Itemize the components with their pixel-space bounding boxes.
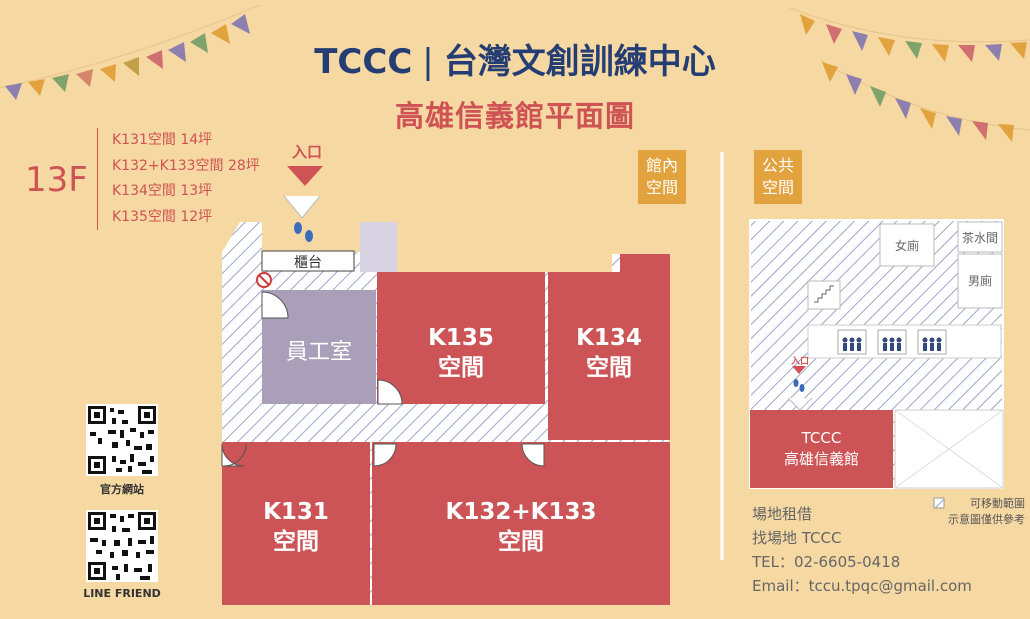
qr-line-caption: LINE FRIEND xyxy=(83,587,161,600)
contact-info: 場地租借 找場地 TCCC TEL：02-6605-0418 Email：tcc… xyxy=(752,502,972,598)
room-k132-133-sub: 空間 xyxy=(498,529,544,555)
public-entrance-label: 入口 xyxy=(790,357,809,367)
public-tccc-shape xyxy=(750,410,893,488)
brand-name: TCCC xyxy=(314,42,413,82)
room-k131-name: K131 xyxy=(263,499,329,525)
legend-note: 可移動範圍 示意圖僅供參考 xyxy=(925,496,1025,528)
contact-tel[interactable]: TEL：02-6605-0418 xyxy=(752,553,901,571)
room-k134-name: K134 xyxy=(576,325,642,351)
mens-restroom-label: 男廁 xyxy=(967,274,992,288)
k135-shape xyxy=(377,272,545,404)
room-k134[interactable]: K134 空間 xyxy=(548,323,670,383)
qr-line xyxy=(86,510,158,582)
contact-line1: 場地租借 xyxy=(752,505,813,523)
qr-website-caption: 官方網站 xyxy=(100,483,144,496)
room-list-item: K131空間 14坪 xyxy=(112,132,213,148)
entrance-label: 入口 xyxy=(291,143,322,161)
room-list-item: K134空間 13坪 xyxy=(112,183,213,199)
staff-room-label: 員工室 xyxy=(285,340,352,365)
center-name: 台灣文創訓練中心 xyxy=(443,42,716,82)
indoor-tag-line2: 空間 xyxy=(645,178,678,197)
page-subtitle: 高雄信義館平面圖 xyxy=(394,99,635,133)
public-tccc-line1: TCCC xyxy=(801,429,842,447)
indoor-space-tag: 館內 空間 xyxy=(638,150,686,204)
public-space-tag: 公共 空間 xyxy=(754,150,802,204)
room-k135-sub: 空間 xyxy=(438,355,484,381)
k132-133-shape xyxy=(372,442,670,605)
legend-note-line1: 可移動範圍 xyxy=(970,497,1025,510)
floor-label: 13F xyxy=(25,160,88,200)
public-tag-line2: 空間 xyxy=(761,178,794,197)
title-separator: | xyxy=(422,42,434,82)
contact-line2: 找場地 TCCC xyxy=(752,529,842,547)
room-k134-sub: 空間 xyxy=(586,355,632,381)
bunting-left xyxy=(0,4,261,100)
public-tccc-line2: 高雄信義館 xyxy=(783,450,859,468)
room-k131[interactable]: K131 空間 xyxy=(222,497,370,557)
room-k131-sub: 空間 xyxy=(273,529,319,555)
page-title: TCCC|台灣文創訓練中心 xyxy=(0,34,1030,83)
bunting-right xyxy=(789,7,1030,142)
contact-email[interactable]: Email：tccu.tpqc@gmail.com xyxy=(752,577,972,595)
room-k132-133-name: K132+K133 xyxy=(445,499,597,525)
qr-website xyxy=(86,404,158,476)
public-tag-line1: 公共 xyxy=(761,156,794,175)
womens-restroom-label: 女廁 xyxy=(894,239,919,253)
indoor-tag-line1: 館內 xyxy=(645,156,678,175)
room-list-item: K135空間 12坪 xyxy=(112,208,213,225)
tea-room-label: 茶水間 xyxy=(961,231,998,245)
room-k132-133[interactable]: K132+K133 空間 xyxy=(372,497,670,557)
legend-note-line2: 示意圖僅供參考 xyxy=(948,513,1025,526)
room-k135-name: K135 xyxy=(428,325,494,351)
k134-shape xyxy=(548,254,670,440)
room-k135[interactable]: K135 空間 xyxy=(377,323,545,383)
counter-label: 櫃台 xyxy=(294,255,322,271)
k131-shape xyxy=(222,442,370,605)
room-list: K131空間 14坪 K132+K133空間 28坪 K134空間 13坪 K1… xyxy=(97,128,260,230)
public-tccc-label: TCCC 高雄信義館 xyxy=(750,428,893,470)
room-list-item: K132+K133空間 28坪 xyxy=(112,157,260,174)
